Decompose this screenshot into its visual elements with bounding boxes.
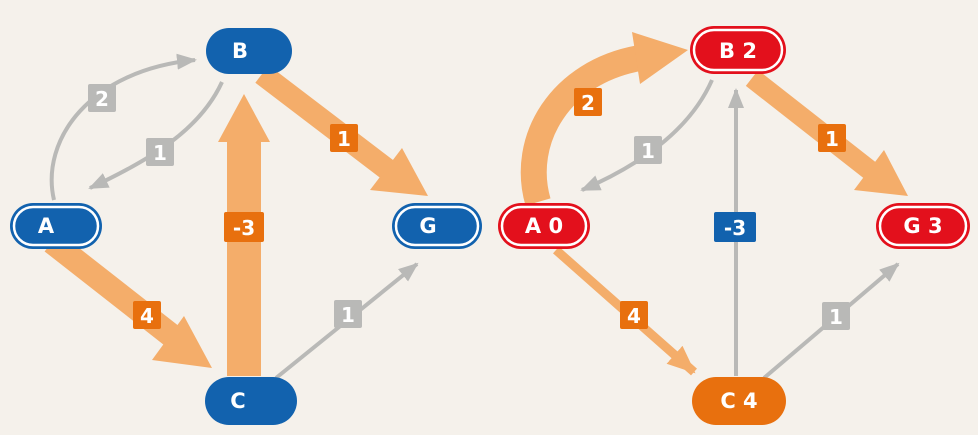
left-weight-badge-c-g: 1 [334, 300, 362, 328]
right-weight-badges: 2 1 1 -3 4 1 [574, 88, 850, 330]
svg-text:C: C [230, 389, 245, 413]
left-edge-a-c [44, 232, 212, 368]
svg-text:2: 2 [581, 91, 595, 115]
svg-text:G: G [419, 214, 436, 238]
right-weight-badge-a-b: 2 [574, 88, 602, 116]
svg-text:1: 1 [153, 141, 167, 165]
left-weight-badge-c-b: -3 [224, 212, 264, 242]
svg-text:A: A [38, 214, 55, 238]
right-graph: 2 1 1 -3 4 1 [498, 26, 970, 425]
left-node-b[interactable]: B [206, 28, 292, 74]
left-node-c[interactable]: C [205, 377, 297, 425]
svg-text:4: 4 [627, 304, 641, 328]
left-weight-badge-a-b: 2 [88, 84, 116, 112]
right-weight-badge-c-b: -3 [714, 212, 756, 242]
right-edge-b-g [745, 70, 908, 196]
left-weight-badges: 2 1 1 -3 4 1 [88, 84, 362, 329]
right-node-g[interactable]: G 3 [876, 203, 970, 249]
right-edges [520, 32, 908, 380]
svg-text:C 4: C 4 [720, 389, 757, 413]
right-edge-a-b [520, 32, 688, 206]
right-node-b[interactable]: B 2 [690, 26, 786, 74]
svg-text:-3: -3 [724, 216, 746, 240]
svg-text:G 3: G 3 [903, 214, 942, 238]
right-node-c[interactable]: C 4 [692, 377, 786, 425]
svg-text:B 2: B 2 [719, 39, 757, 63]
svg-text:A 0: A 0 [525, 214, 563, 238]
left-node-g[interactable]: G [392, 203, 482, 249]
left-edge-a-b [49, 53, 197, 201]
svg-text:1: 1 [641, 139, 655, 163]
left-edge-c-b [218, 94, 270, 376]
left-weight-badge-b-a: 1 [146, 138, 174, 166]
right-weight-badge-b-a: 1 [634, 136, 662, 164]
svg-text:4: 4 [140, 304, 154, 328]
right-weight-badge-c-g: 1 [822, 302, 850, 330]
left-weight-badge-b-g: 1 [330, 124, 358, 152]
svg-text:1: 1 [825, 127, 839, 151]
left-node-a[interactable]: A [10, 203, 102, 249]
right-weight-badge-a-c: 4 [620, 301, 648, 329]
left-weight-badge-a-c: 4 [133, 301, 161, 329]
svg-text:1: 1 [341, 303, 355, 327]
left-edge-b-g [255, 65, 428, 196]
svg-text:-3: -3 [233, 216, 255, 240]
svg-text:1: 1 [337, 127, 351, 151]
svg-text:1: 1 [829, 305, 843, 329]
svg-text:B: B [232, 39, 248, 63]
left-nodes: B A G C [10, 28, 482, 425]
right-nodes: B 2 A 0 G 3 C 4 [498, 26, 970, 425]
left-graph: 2 1 1 -3 4 1 [10, 28, 482, 425]
right-weight-badge-b-g: 1 [818, 124, 846, 152]
right-node-a[interactable]: A 0 [498, 203, 590, 249]
svg-text:2: 2 [95, 87, 109, 111]
